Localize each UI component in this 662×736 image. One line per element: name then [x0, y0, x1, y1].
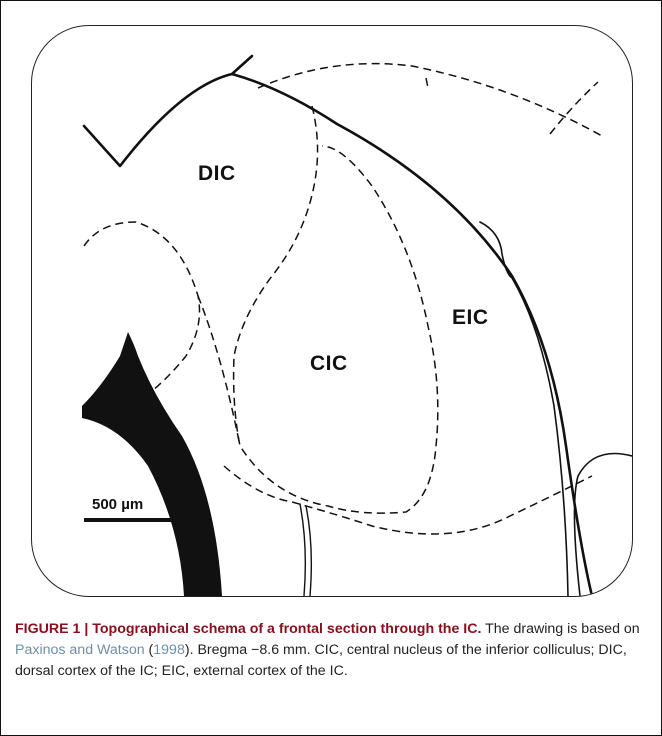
scale-bar-label: 500 µm: [92, 496, 143, 513]
outer-contour: [84, 74, 592, 596]
aqueduct-shape: [82, 332, 222, 596]
section-drawing: DIC CIC EIC 500 µm: [31, 25, 633, 597]
ventral-contour: [574, 454, 632, 597]
caption-title: FIGURE 1 | Topographical schema of a fro…: [15, 621, 481, 637]
bottom-midline: [300, 504, 311, 596]
label-cic: CIC: [310, 352, 348, 376]
caption-text-2: (: [145, 642, 154, 658]
caption-text-1: The drawing is based on: [481, 621, 639, 637]
reference-year-link[interactable]: 1998: [153, 642, 185, 658]
label-dic: DIC: [198, 162, 236, 186]
ventral-boundary: [224, 466, 592, 534]
label-eic: EIC: [452, 306, 489, 330]
reference-link[interactable]: Paxinos and Watson: [15, 642, 145, 658]
lateral-edge: [480, 222, 568, 596]
diagonal-boundary: [198, 296, 240, 446]
upper-right-dashed: [550, 82, 598, 134]
dorsal-tick: [426, 78, 428, 88]
scale-bar: [84, 518, 172, 522]
midline-top: [232, 56, 252, 74]
dorsal-boundary: [258, 64, 602, 136]
figure-caption: FIGURE 1 | Topographical schema of a fro…: [15, 619, 651, 682]
